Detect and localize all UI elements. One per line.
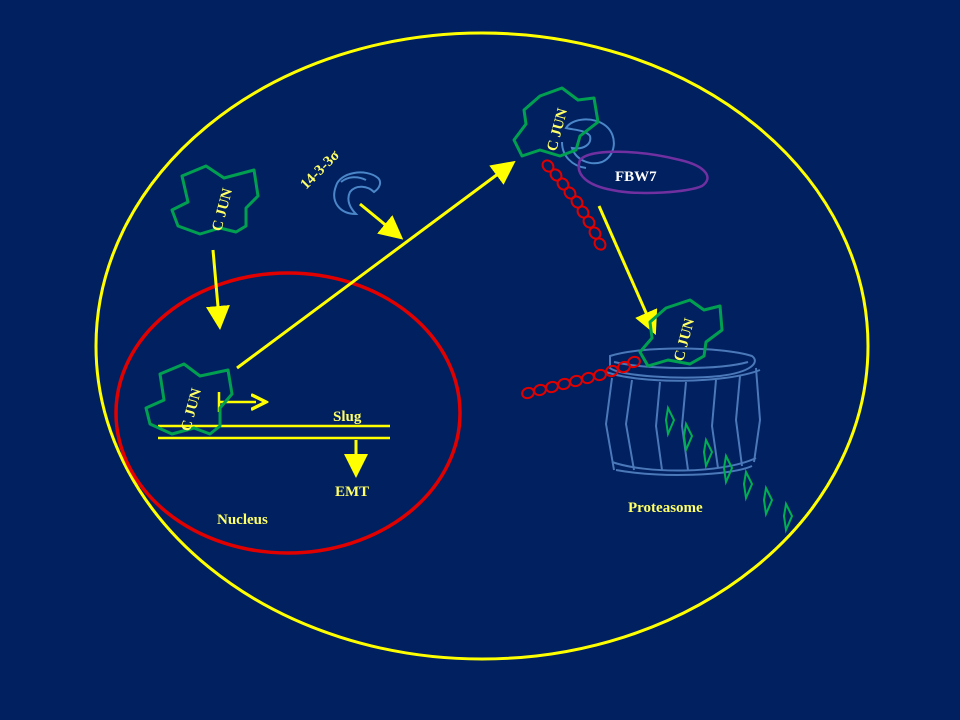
protein-14-3-3-arrow: [359, 202, 404, 240]
dna-strands: [158, 424, 390, 440]
cjun-fbw7-label: C JUN: [544, 106, 571, 153]
nucleus-membrane: [114, 271, 462, 555]
proteasome: [604, 347, 762, 476]
degradation-arrow: [597, 205, 658, 335]
cjun-import-arrow: [205, 249, 230, 330]
peptide-fragments: [664, 404, 794, 534]
cjun-export-arrow: [236, 160, 516, 370]
cell-membrane: [94, 31, 870, 661]
ubiquitin-chain-fbw7: [541, 159, 607, 251]
fbw7-label: FBW7: [615, 169, 657, 185]
ubiquitin-chain-proteasome: [521, 355, 641, 400]
cjun-proteasome-label: C JUN: [671, 316, 698, 363]
protein-14-3-3-shape: [333, 171, 382, 216]
cjun-proteasome: C JUN: [638, 298, 724, 368]
cjun-cytoplasm-label: C JUN: [209, 186, 236, 233]
nucleus-label: Nucleus: [217, 512, 268, 528]
slug-label: Slug: [333, 409, 362, 425]
fbw7-complex: FBW7 C JUN: [512, 86, 709, 251]
cjun-cytoplasm: C JUN: [170, 164, 260, 236]
proteasome-label: Proteasome: [628, 500, 703, 516]
emt-label: EMT: [335, 484, 369, 500]
